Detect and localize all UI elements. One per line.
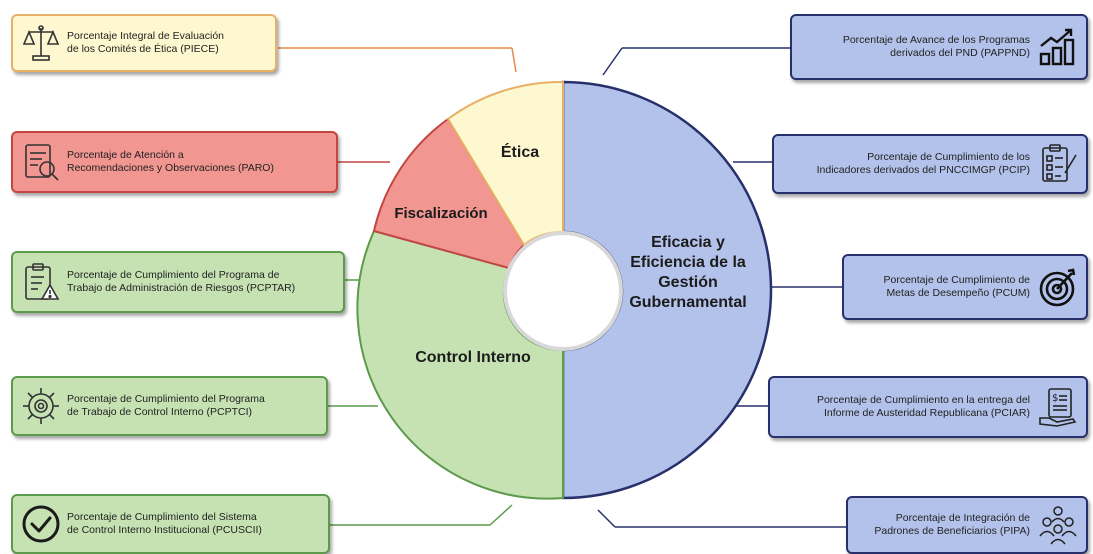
- indicator-pcptar-line2: Trabajo de Administración de Riesgos (PC…: [67, 282, 296, 294]
- indicator-pcptci-line2: de Trabajo de Control Interno (PCPTCI): [67, 406, 253, 418]
- indicator-pcuscii: Porcentaje de Cumplimiento del Sistema d…: [11, 494, 330, 554]
- indicator-pcptci-text: Porcentaje de Cumplimiento del Programa …: [67, 393, 265, 419]
- indicator-pappnd-text: Porcentaje de Avance de los Programas de…: [843, 34, 1030, 60]
- label-fiscalizacion: Fiscalización: [394, 205, 488, 222]
- indicator-pciar-text: Porcentaje de Cumplimiento en la entrega…: [817, 394, 1030, 420]
- indicator-pcptci-line1: Porcentaje de Cumplimiento del Programa: [67, 392, 265, 405]
- indicator-pcuscii-line1: Porcentaje de Cumplimiento del Sistema: [67, 510, 257, 523]
- indicator-paro-line1: Porcentaje de Atención a: [67, 148, 184, 161]
- indicator-pcum-line1: Porcentaje de Cumplimiento de: [883, 273, 1031, 286]
- label-eficacia-line3: Gestión: [658, 274, 718, 291]
- indicator-pcip-text: Porcentaje de Cumplimiento de los Indica…: [817, 151, 1030, 177]
- scales-icon: [19, 21, 63, 65]
- indicator-pipa: Porcentaje de Integración de Padrones de…: [846, 496, 1088, 554]
- indicator-pciar-line1: Porcentaje de Cumplimiento en la entrega…: [816, 393, 1030, 406]
- checklist-icon: [1036, 142, 1080, 186]
- document-magnifier-icon: [19, 140, 63, 184]
- indicator-pipa-text: Porcentaje de Integración de Padrones de…: [874, 512, 1030, 538]
- check-circle-icon: [19, 502, 63, 546]
- label-eficacia: Eficacia y Eficiencia de la Gestión Gube…: [618, 233, 758, 313]
- indicator-pappnd: Porcentaje de Avance de los Programas de…: [790, 14, 1088, 80]
- label-eficacia-line1: Eficacia y: [651, 234, 725, 251]
- gear-icon: [19, 384, 63, 428]
- growth-chart-icon: [1036, 25, 1080, 69]
- indicator-paro: Porcentaje de Atención a Recomendaciones…: [11, 131, 338, 193]
- indicator-piece-text: Porcentaje Integral de Evaluación de los…: [67, 30, 224, 56]
- indicator-piece-line2: de los Comités de Ética (PIECE): [67, 43, 219, 55]
- indicator-pipa-line2: Padrones de Beneficiarios (PIPA): [874, 525, 1030, 537]
- indicator-paro-line2: Recomendaciones y Observaciones (PARO): [67, 162, 274, 174]
- segment-etica: [446, 80, 564, 247]
- indicator-pcptar: Porcentaje de Cumplimiento del Programa …: [11, 251, 345, 313]
- donut-hole: [503, 231, 623, 351]
- indicator-pappnd-line2: derivados del PND (PAPPND): [890, 47, 1030, 59]
- indicator-pappnd-line1: Porcentaje de Avance de los Programas: [842, 33, 1030, 46]
- people-group-icon: [1036, 503, 1080, 547]
- indicator-paro-text: Porcentaje de Atención a Recomendaciones…: [67, 149, 274, 175]
- target-icon: [1036, 265, 1080, 309]
- indicator-pcip: Porcentaje de Cumplimiento de los Indica…: [772, 134, 1088, 194]
- indicator-pcptar-text: Porcentaje de Cumplimiento del Programa …: [67, 269, 295, 295]
- indicator-pcuscii-text: Porcentaje de Cumplimiento del Sistema d…: [67, 511, 262, 537]
- indicator-piece: Porcentaje Integral de Evaluación de los…: [11, 14, 277, 72]
- indicator-pcum-text: Porcentaje de Cumplimiento de Metas de D…: [884, 274, 1031, 300]
- risk-clipboard-icon: [19, 260, 63, 304]
- indicator-pciar: Porcentaje de Cumplimiento en la entrega…: [768, 376, 1088, 438]
- indicator-pcum-line2: Metas de Desempeño (PCUM): [886, 287, 1030, 299]
- indicator-pcptci: Porcentaje de Cumplimiento del Programa …: [11, 376, 328, 436]
- indicator-pcptar-line1: Porcentaje de Cumplimiento del Programa …: [67, 268, 280, 281]
- label-eficacia-line2: Eficiencia de la: [630, 254, 746, 271]
- indicator-pipa-line1: Porcentaje de Integración de: [895, 511, 1030, 524]
- money-document-icon: $: [1036, 385, 1080, 429]
- indicator-pciar-line2: Informe de Austeridad Republicana (PCIAR…: [823, 407, 1030, 419]
- indicator-pcum: Porcentaje de Cumplimiento de Metas de D…: [842, 254, 1088, 320]
- label-etica: Ética: [500, 144, 540, 161]
- indicator-pcip-line2: Indicadores derivados del PNCCIMGP (PCIP…: [816, 164, 1030, 176]
- indicator-pcip-line1: Porcentaje de Cumplimiento de los: [867, 150, 1030, 163]
- label-eficacia-line4: Gubernamental: [629, 294, 747, 311]
- indicator-piece-line1: Porcentaje Integral de Evaluación: [67, 29, 225, 42]
- svg-text:$: $: [1052, 393, 1058, 404]
- label-control-interno: Control Interno: [415, 349, 531, 366]
- indicator-pcuscii-line2: de Control Interno Institucional (PCUSCI…: [67, 524, 262, 536]
